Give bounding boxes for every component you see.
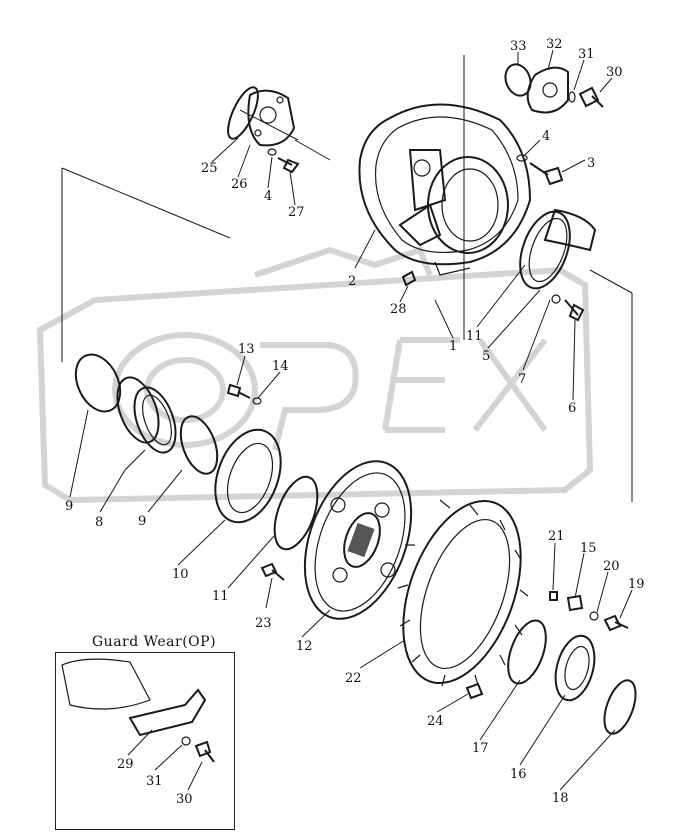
callout-24: 24 (427, 714, 444, 729)
callout-4: 4 (542, 129, 550, 144)
bolt-30-top (578, 86, 604, 108)
callout-22: 22 (345, 671, 362, 686)
callout-23: 23 (255, 616, 272, 631)
o-ring-17 (507, 619, 547, 685)
group-bracket-lines (61, 55, 633, 502)
bolt-30-inset (194, 740, 215, 763)
bolt-3 (529, 162, 564, 186)
leader-lines (69, 49, 633, 791)
callout-11: 11 (466, 329, 483, 344)
callout-9: 9 (65, 499, 73, 514)
callout-5: 5 (482, 349, 490, 364)
washer-31-top (568, 91, 576, 103)
bearing-8 (116, 376, 177, 454)
callout-15: 15 (580, 541, 597, 556)
bolt-13 (226, 383, 251, 399)
plug-24 (465, 682, 484, 700)
sprocket-segments-22 (397, 499, 529, 687)
pin-28 (401, 270, 417, 287)
callout-27: 27 (288, 205, 305, 220)
callout-31: 31 (146, 774, 163, 789)
washer-14 (252, 397, 262, 405)
washer-20 (589, 611, 599, 621)
floating-seal-5 (519, 208, 597, 290)
callout-6: 6 (568, 401, 576, 416)
callout-16: 16 (510, 767, 527, 782)
callout-13: 13 (238, 342, 255, 357)
callout-9: 9 (138, 514, 146, 529)
callout-32: 32 (546, 37, 563, 52)
bolt-19 (603, 614, 629, 632)
callout-10: 10 (172, 567, 189, 582)
callout-14: 14 (272, 359, 289, 374)
clamp-32 (526, 66, 569, 114)
washer-31-inset (181, 736, 191, 746)
callout-29: 29 (117, 757, 134, 772)
callout-1: 1 (449, 339, 457, 354)
callout-labels: 33 32 31 30 4 3 25 26 4 27 2 28 1 11 5 7… (65, 37, 645, 807)
nut-15 (566, 594, 584, 612)
callout-7: 7 (518, 372, 526, 387)
inset-title: Guard Wear(OP) (92, 634, 217, 650)
cover-26 (247, 89, 296, 147)
callout-3: 3 (587, 156, 595, 171)
callout-17: 17 (472, 741, 489, 756)
bolt-27 (277, 157, 300, 174)
bolt-23 (260, 562, 285, 581)
callout-28: 28 (390, 302, 407, 317)
o-ring-9-left (74, 353, 122, 413)
callout-30: 30 (606, 65, 623, 80)
callout-33: 33 (510, 39, 527, 54)
o-ring-33 (504, 63, 532, 97)
washer-7 (551, 294, 561, 304)
guard-wear-inset-frame (55, 652, 235, 830)
callout-19: 19 (628, 577, 645, 592)
guard-wear-29 (61, 658, 207, 737)
o-ring-25 (227, 86, 259, 140)
bolt-6 (564, 299, 585, 322)
callout-4: 4 (264, 189, 272, 204)
final-drive-housing-2 (358, 103, 532, 276)
callout-26: 26 (231, 177, 248, 192)
callout-2: 2 (348, 274, 356, 289)
callout-18: 18 (552, 791, 569, 806)
callout-12: 12 (296, 639, 313, 654)
pin-21 (549, 591, 558, 601)
sprocket-hub-12 (303, 460, 413, 620)
callout-30: 30 (176, 792, 193, 807)
callout-21: 21 (548, 529, 565, 544)
callout-20: 20 (603, 559, 620, 574)
callout-25: 25 (201, 161, 218, 176)
o-ring-18 (603, 679, 637, 735)
lock-nut-16 (554, 634, 596, 702)
callout-8: 8 (95, 515, 103, 530)
callout-31: 31 (578, 47, 595, 62)
o-ring-11-lower (273, 475, 319, 551)
callout-11: 11 (212, 589, 229, 604)
hub-cover-10 (214, 428, 282, 524)
washer-4-left (267, 148, 277, 156)
o-ring-9-right (179, 415, 219, 475)
